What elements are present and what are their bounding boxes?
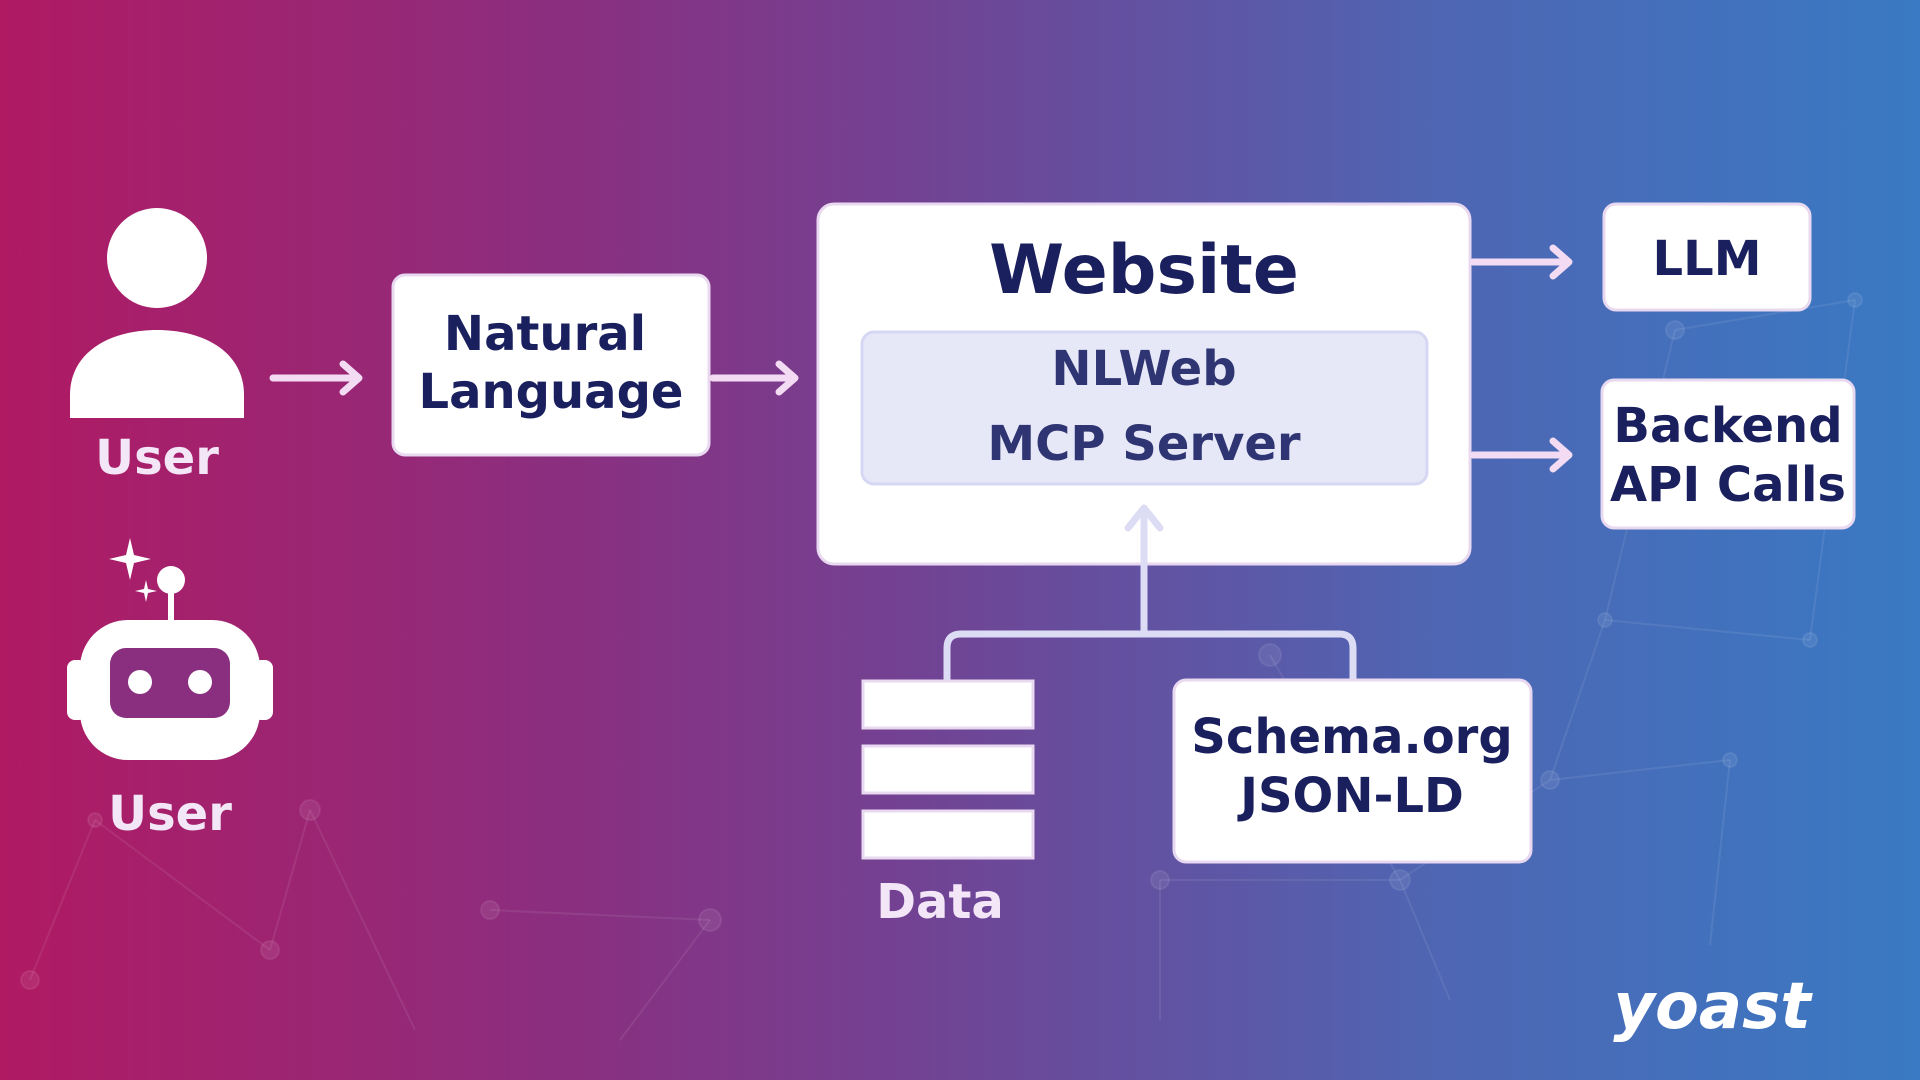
arrow-user-to-language [269,360,363,396]
database-stack-icon [861,679,1035,860]
nlweb-label: NLWeb [1051,341,1236,397]
llm-label: LLM [1653,231,1762,287]
website-box: Website NLWeb MCP Server [816,202,1472,566]
schema-jsonld-box: Schema.org JSON-LD [1172,678,1533,864]
natural-language-box: Natural Language [391,273,711,457]
person-icon [70,208,244,418]
bot-user-label: User [108,786,232,842]
arrow-website-to-llm [1469,244,1573,280]
natural-language-line1: Natural [444,306,646,362]
schema-line2: JSON-LD [1237,768,1464,824]
data-label: Data [876,874,1004,930]
backend-api-box: Backend API Calls [1600,378,1856,530]
natural-language-line2: Language [419,364,684,420]
human-user-label: User [95,430,219,486]
yoast-logo: yoast [1613,970,1813,1044]
connector-sources-to-nlweb [943,504,1357,684]
robot-icon [67,538,273,760]
nlweb-mcp-server-box [860,330,1429,486]
backend-line2: API Calls [1610,457,1846,513]
schema-line1: Schema.org [1191,709,1512,765]
arrow-language-to-website [709,360,799,396]
llm-box: LLM [1602,202,1812,312]
mcp-server-label: MCP Server [987,416,1301,472]
website-title: Website [989,231,1299,310]
arrow-website-to-backend [1469,437,1573,473]
backend-line1: Backend [1613,398,1842,454]
